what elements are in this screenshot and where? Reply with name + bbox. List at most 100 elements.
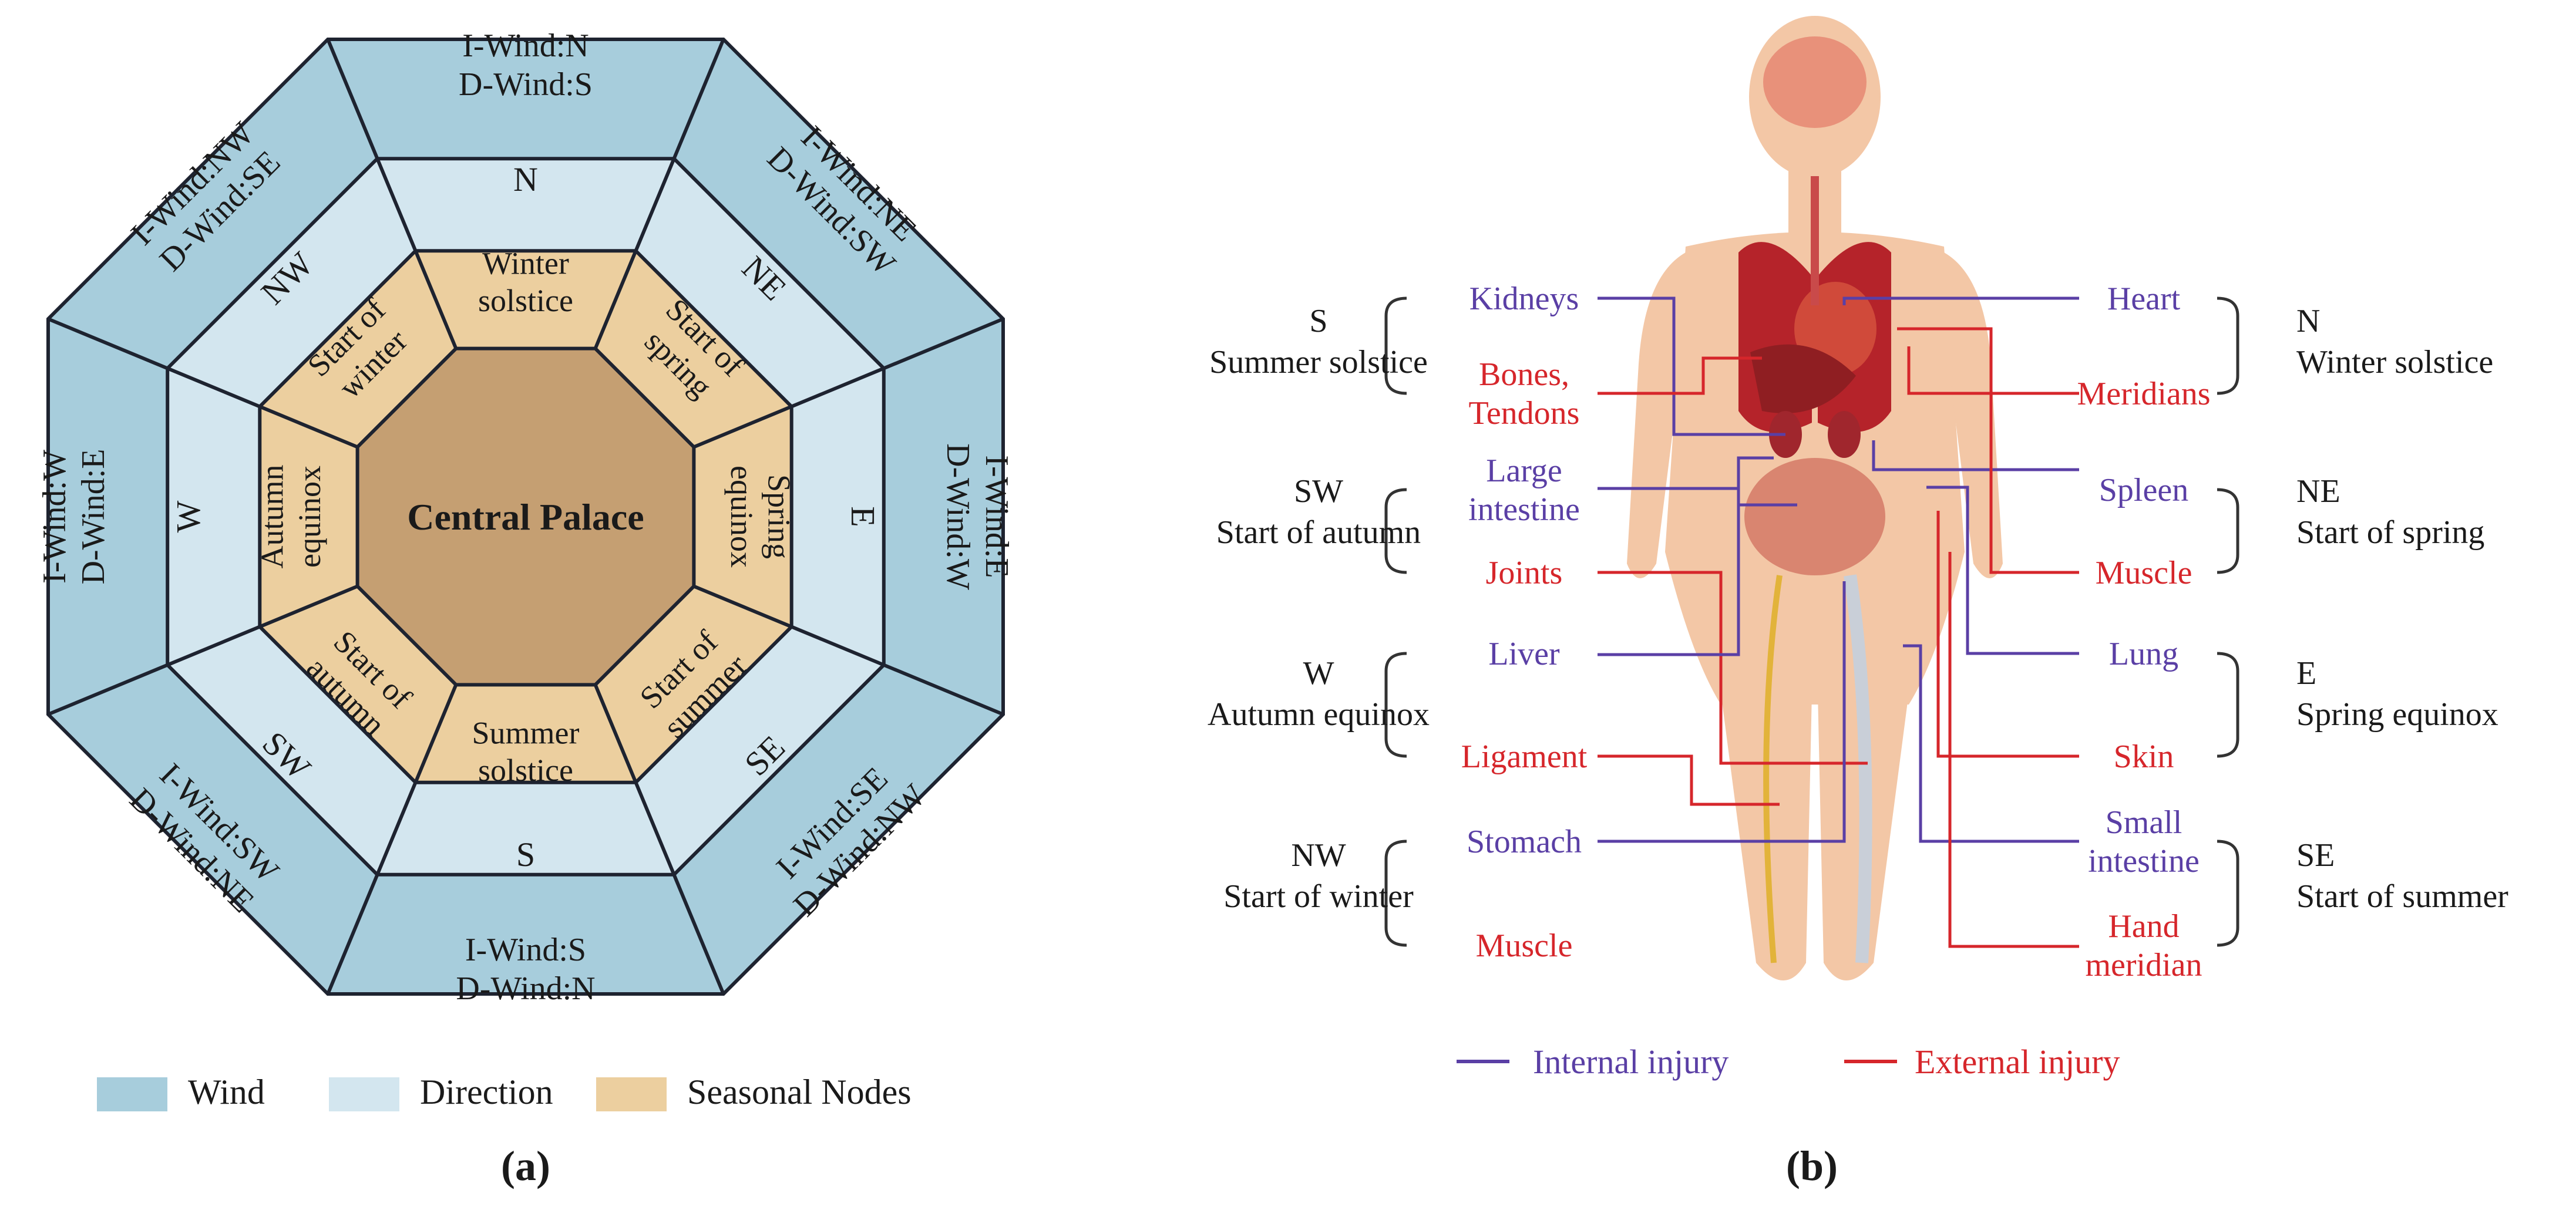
external-tissue-label: Ligament	[1461, 739, 1588, 775]
internal-organ-label-line: Kidneys	[1469, 281, 1579, 317]
internal-organ-label: Spleen	[2099, 472, 2188, 508]
group-bracket	[1384, 652, 1407, 758]
seasonal-node-label: Spring equinox	[2296, 696, 2498, 733]
internal-leader-line	[1872, 440, 2079, 471]
group-bracket	[2217, 488, 2239, 574]
internal-organ-label-line: Liver	[1488, 636, 1560, 672]
external-tissue-label-line: Muscle	[1476, 928, 1573, 964]
right-arm	[1944, 252, 2003, 578]
internal-organ-label: Lung	[2109, 636, 2178, 672]
external-leader-line	[1598, 571, 1868, 765]
external-tissue-label-line: Meridians	[2077, 376, 2210, 412]
external-tissue-label: Bones,Tendons	[1469, 356, 1580, 432]
external-leader-line	[1936, 511, 2079, 758]
seasonal-node-label-line: equinox	[292, 466, 327, 568]
external-leader-line	[1907, 346, 2079, 395]
external-tissue-label-line: Tendons	[1469, 395, 1580, 432]
group-bracket	[1384, 296, 1407, 395]
external-leader-line	[1598, 356, 1762, 395]
internal-leader-line	[1842, 296, 2079, 305]
seasonal-node-label: Start of summer	[2296, 878, 2508, 915]
group-bracket	[2217, 652, 2239, 758]
legend-label: Direction	[420, 1073, 553, 1111]
group-bracket	[2217, 296, 2239, 395]
external-tissue-label-line: Joints	[1486, 555, 1563, 591]
internal-organ-label-line: Spleen	[2099, 472, 2188, 508]
seasonal-node-label-line: Summer	[472, 716, 580, 751]
seasonal-node-label: Start of autumn	[1216, 514, 1421, 551]
external-leader-line	[1897, 327, 2079, 574]
sector-divider	[593, 38, 725, 349]
liver	[1750, 344, 1856, 413]
internal-organ-label: Heart	[2107, 281, 2181, 317]
wind-label-line: D-Wind:W	[940, 443, 976, 590]
wind-label-line: D-Wind:N	[456, 970, 595, 1007]
legend-swatch	[329, 1077, 399, 1111]
direction-label: E	[2296, 655, 2316, 692]
human-body-illustration	[1627, 16, 2003, 980]
external-tissue-label: Muscle	[1476, 928, 1573, 964]
nerve	[1763, 575, 1783, 963]
legend-swatch	[596, 1077, 667, 1111]
external-tissue-label-line: Muscle	[2096, 555, 2192, 591]
external-tissue-label-line: meridian	[2085, 947, 2202, 983]
panel-a-caption: (a)	[501, 1142, 550, 1189]
internal-leader-line	[1598, 456, 1774, 656]
right-kidney	[1828, 411, 1861, 458]
internal-organ-label: Stomach	[1467, 824, 1582, 860]
seasonal-node-label-line: solstice	[478, 283, 573, 318]
internal-organ-label: Liver	[1488, 636, 1560, 672]
wind-label-line: I-Wind:W	[36, 450, 73, 584]
legend-swatch	[97, 1077, 167, 1111]
internal-leader-line	[1598, 581, 1846, 843]
external-tissue-label-line: Ligament	[1461, 739, 1588, 775]
direction-label: NE	[2296, 473, 2340, 510]
external-tissue-label: Joints	[1486, 555, 1563, 591]
internal-organ-label-line: Lung	[2109, 636, 2178, 672]
internal-legend-label: Internal injury	[1533, 1043, 1728, 1081]
direction-label: N	[2296, 303, 2320, 339]
sector-divider	[593, 684, 725, 995]
internal-organ-label-line: Stomach	[1467, 824, 1582, 860]
external-tissue-label-line: Skin	[2114, 739, 2174, 775]
seasonal-node-label: Summer solstice	[1209, 344, 1428, 380]
external-tissue-label-line: Hand	[2108, 908, 2179, 945]
seasonal-node-label-line: Spring	[762, 474, 797, 559]
external-tissue-label: Meridians	[2077, 376, 2210, 412]
direction-label: W	[1303, 655, 1334, 692]
left-arm	[1627, 252, 1686, 578]
seasonal-node-label: Autumnequinox	[255, 464, 328, 568]
direction-label: N	[513, 160, 538, 198]
direction-label: NW	[1291, 837, 1346, 874]
internal-organ-label-line: intestine	[1468, 491, 1580, 528]
intestines	[1744, 458, 1885, 575]
captions: (a) (b)	[501, 1142, 1838, 1189]
seasonal-node-label-line: equinox	[724, 466, 759, 568]
wind-label: I-Wind:ED-Wind:W	[940, 443, 1015, 590]
group-bracket	[2217, 840, 2239, 947]
external-leader-line	[1598, 754, 1780, 806]
direction-label: W	[169, 500, 207, 532]
seasonal-node-label: Autumn equinox	[1208, 696, 1430, 733]
direction-label: S	[516, 835, 535, 874]
internal-organ-label-line: Heart	[2107, 281, 2181, 317]
sector-divider	[693, 584, 1004, 716]
internal-leader-line	[1903, 644, 2079, 843]
central-palace-cell	[355, 346, 696, 687]
wind-label-line: I-Wind:E	[978, 455, 1015, 578]
internal-organ-label: Kidneys	[1469, 281, 1579, 317]
seasonal-node-label-line: Winter	[482, 246, 569, 281]
legend-label: Seasonal Nodes	[687, 1073, 912, 1111]
seasonal-node-label: Start of winter	[1223, 878, 1414, 915]
panel-b-caption: (b)	[1786, 1142, 1838, 1189]
